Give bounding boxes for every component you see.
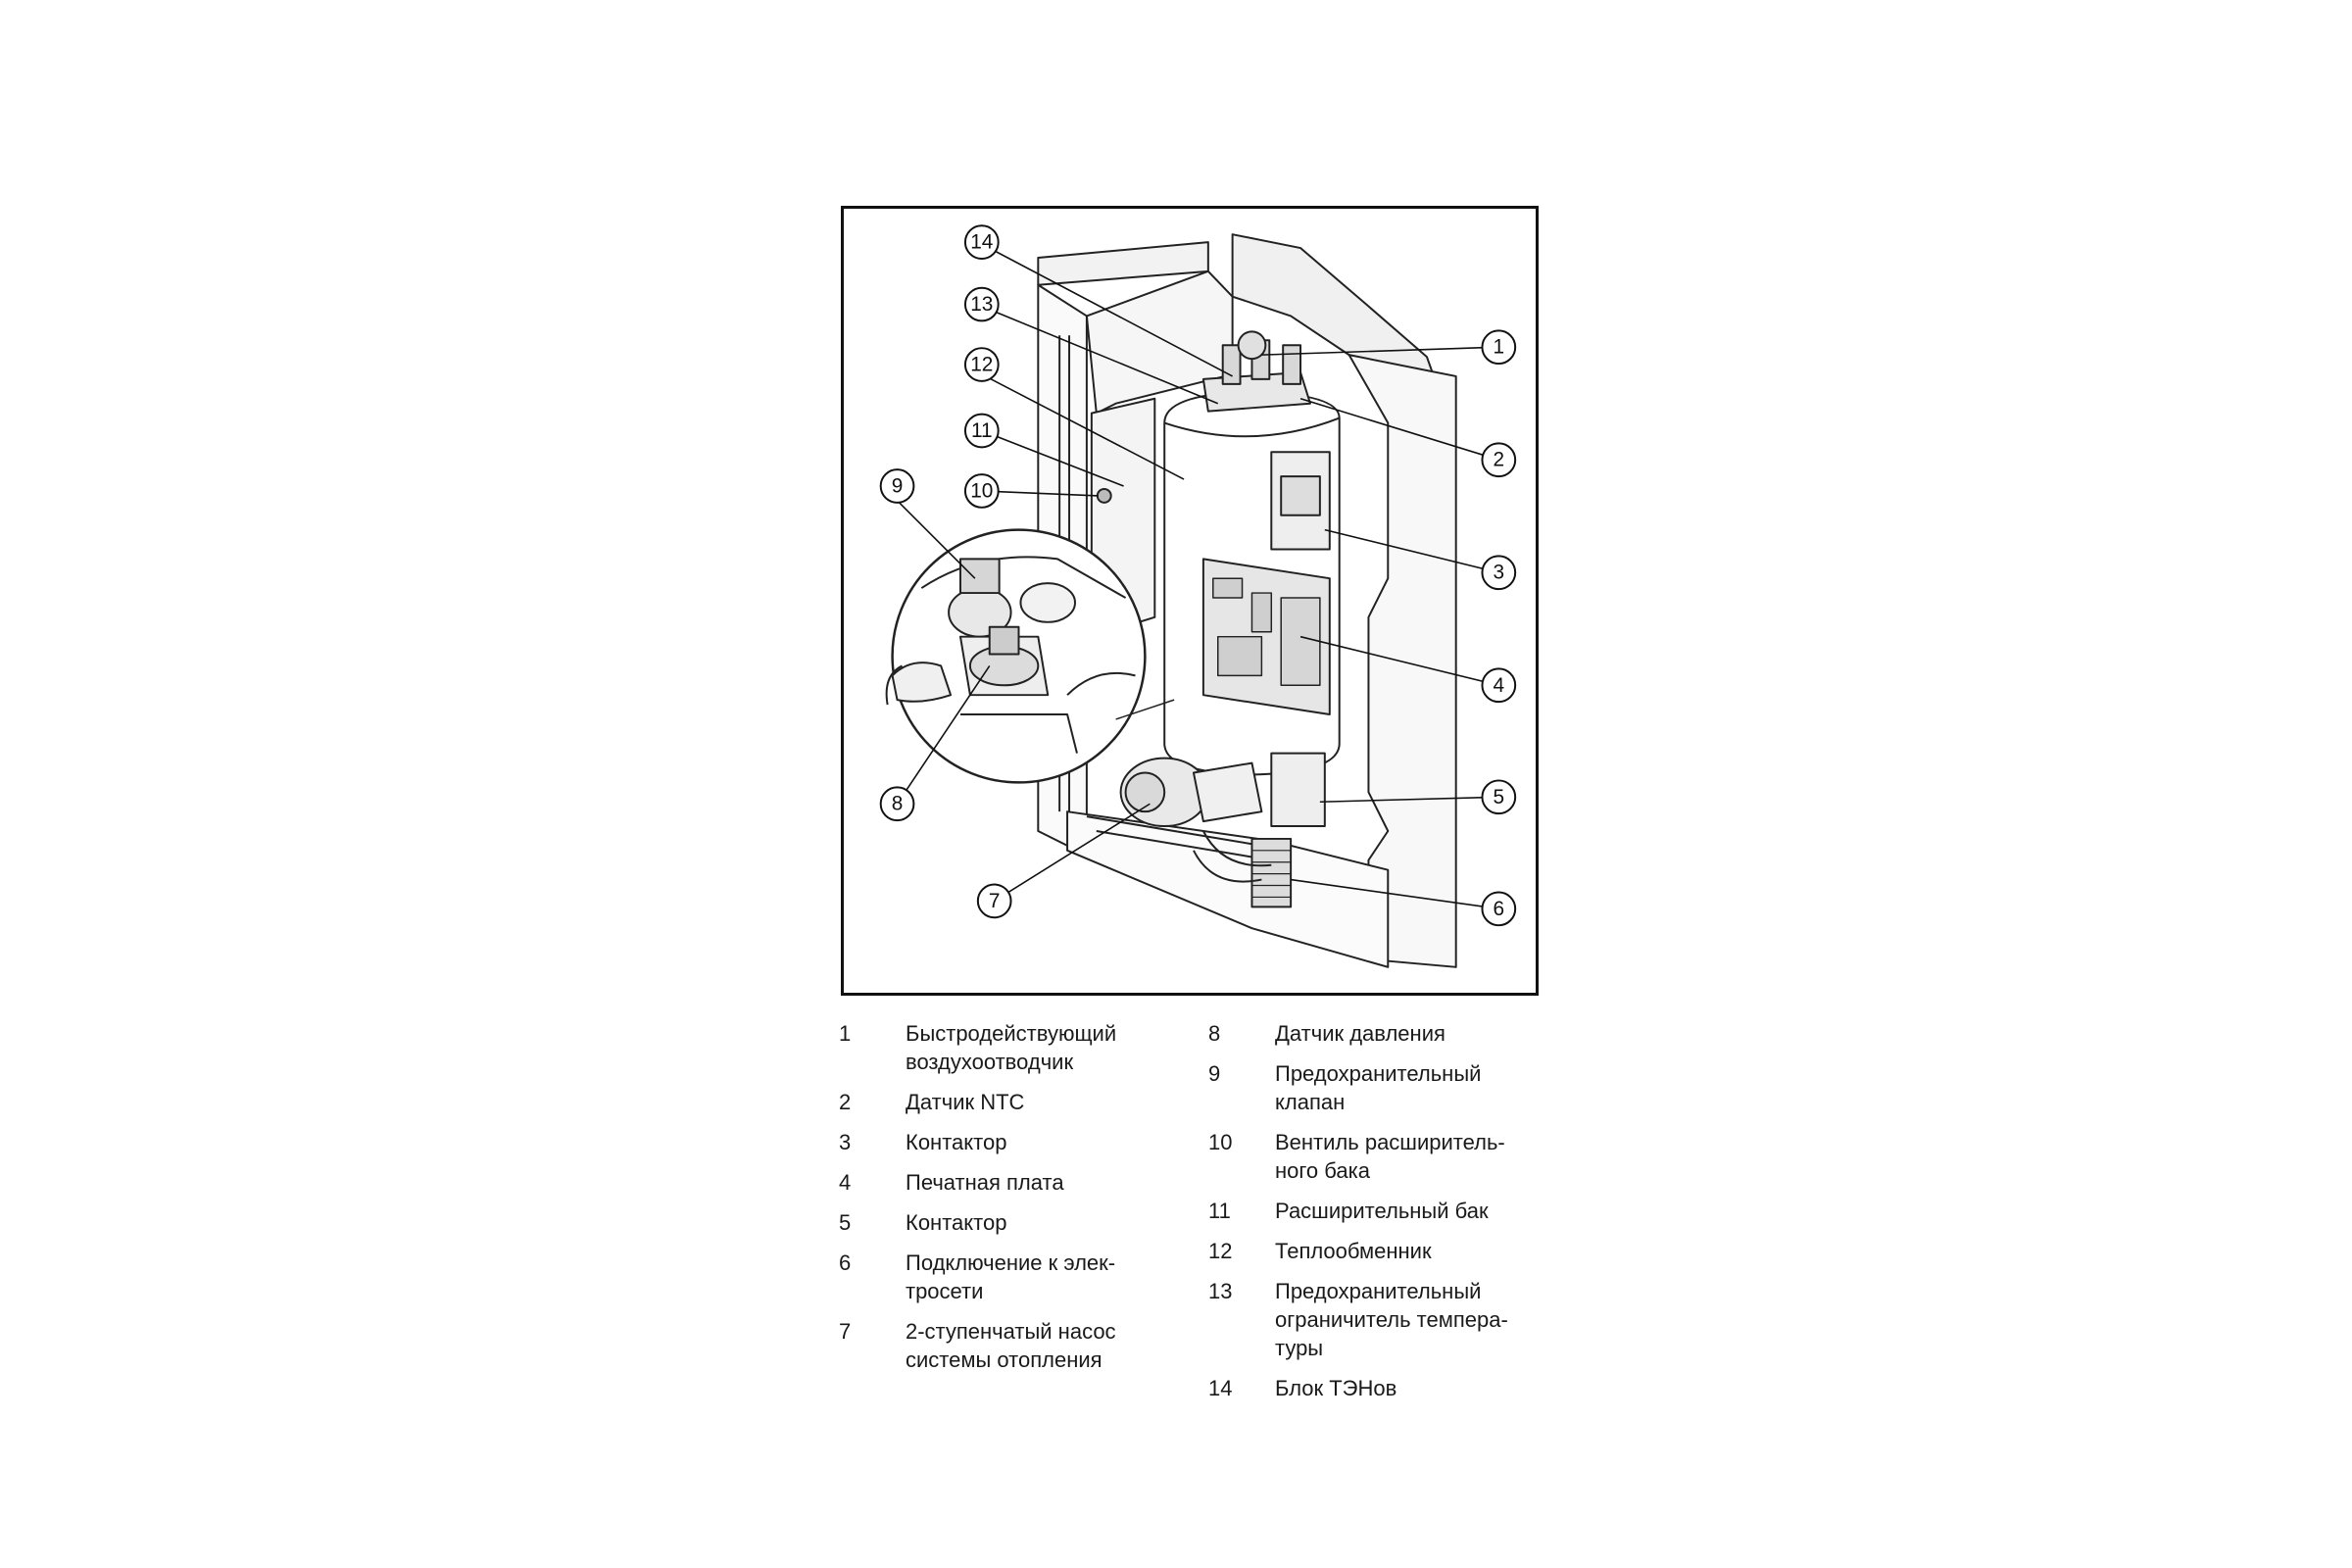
callout-circle-1	[1481, 329, 1517, 366]
legend-label: 2-ступенчатый насос системы отопления	[906, 1319, 1116, 1372]
legend-label: Предохранительный клапан	[1275, 1061, 1482, 1114]
callout-1: 1	[1494, 336, 1505, 359]
legend-label: Контактор	[906, 1210, 1007, 1235]
callout-circle-10	[963, 473, 1000, 509]
legend-item: 10 Вентиль расширитель- ного бака	[1208, 1128, 1542, 1185]
legend-label: Предохранительный ограничитель темпера- …	[1275, 1279, 1508, 1360]
callout-circle-5	[1481, 779, 1517, 815]
callout-circle-6	[1481, 891, 1517, 927]
callout-circle-9	[879, 468, 915, 504]
legend-item: 8 Датчик давления	[1208, 1019, 1542, 1048]
callout-circle-14	[963, 224, 1000, 260]
callout-circle-3	[1481, 555, 1517, 591]
legend-number: 6	[839, 1250, 852, 1275]
legend-number: 3	[839, 1130, 852, 1154]
legend-label: Вентиль расширитель- ного бака	[1275, 1130, 1505, 1183]
legend-number: 10	[1208, 1130, 1233, 1154]
inset-contents	[885, 556, 1136, 754]
legend-item: 1 Быстродействующий воздухоотводчик	[839, 1019, 1172, 1076]
legend-label: Контактор	[906, 1130, 1007, 1154]
legend-number: 13	[1208, 1279, 1233, 1303]
legend-item: 9 Предохранительный клапан	[1208, 1059, 1542, 1116]
callout-14: 14	[970, 231, 993, 254]
legend-number: 1	[839, 1021, 852, 1046]
legend-item: 2 Датчик NTC	[839, 1088, 1172, 1116]
legend-label: Теплообменник	[1275, 1239, 1432, 1263]
legend-label: Блок ТЭНов	[1275, 1376, 1397, 1400]
callout-circle-8	[879, 786, 915, 822]
legend-item: 11 Расширительный бак	[1208, 1197, 1542, 1225]
callout-circle-4	[1481, 667, 1517, 704]
legend-item: 5 Контактор	[839, 1208, 1172, 1237]
callout-13: 13	[970, 293, 993, 316]
callout-6: 6	[1494, 898, 1505, 920]
legend-left-column: 1 Быстродействующий воздухоотводчик 2 Датч…	[839, 1019, 1172, 1386]
boiler-diagram: 1 2 3 4 5 6 7 8 9 10 11 12 13 14	[841, 206, 1539, 996]
callout-circle-7	[976, 883, 1012, 919]
legend-number: 9	[1208, 1061, 1221, 1086]
air-vent	[1237, 330, 1267, 361]
callout-circle-13	[963, 286, 1000, 322]
callout-12: 12	[970, 354, 993, 376]
housing-frame	[1037, 241, 1209, 286]
legend-label: Датчик давления	[1275, 1021, 1446, 1046]
legend-label: Датчик NTC	[906, 1090, 1025, 1114]
legend-number: 4	[839, 1170, 852, 1195]
legend-number: 8	[1208, 1021, 1221, 1046]
legend-item: 3 Контактор	[839, 1128, 1172, 1156]
legend-number: 7	[839, 1319, 852, 1344]
legend-label: Подключение к элек- тросети	[906, 1250, 1116, 1303]
callout-circle-12	[963, 347, 1000, 382]
callout-9: 9	[892, 474, 904, 497]
expansion-tank-valve	[1096, 487, 1112, 504]
legend-label: Расширительный бак	[1275, 1199, 1489, 1223]
callout-7: 7	[989, 890, 1001, 912]
legend-label: Быстродействующий воздухоотводчик	[906, 1021, 1117, 1074]
callout-2: 2	[1494, 449, 1505, 471]
callout-5: 5	[1494, 786, 1505, 808]
legend-item: 6 Подключение к элек- тросети	[839, 1249, 1172, 1305]
legend-item: 7 2-ступенчатый насос системы отопления	[839, 1317, 1172, 1374]
legend-number: 11	[1208, 1199, 1231, 1223]
callout-3: 3	[1494, 562, 1505, 584]
legend-item: 14 Блок ТЭНов	[1208, 1374, 1542, 1402]
callout-circle-11	[963, 413, 1000, 449]
legend-label: Печатная плата	[906, 1170, 1064, 1195]
callout-11: 11	[971, 419, 993, 442]
legend-item: 13 Предохранительный ограничитель темпера…	[1208, 1277, 1542, 1362]
callout-4: 4	[1494, 674, 1505, 697]
legend-item: 12 Теплообменник	[1208, 1237, 1542, 1265]
callout-8: 8	[892, 793, 904, 815]
diagram-svg: 1 2 3 4 5 6 7 8 9 10 11 12 13 14	[879, 224, 1517, 968]
legend-item: 4 Печатная плата	[839, 1168, 1172, 1197]
legend-number: 12	[1208, 1239, 1233, 1263]
legend-number: 5	[839, 1210, 852, 1235]
callout-10: 10	[970, 479, 993, 502]
legend-right-column: 8 Датчик давления 9 Предохранительный клап…	[1208, 1019, 1542, 1414]
callout-circle-2	[1481, 442, 1517, 478]
legend-number: 14	[1208, 1376, 1233, 1400]
contactor-lower	[1270, 752, 1326, 828]
legend-number: 2	[839, 1090, 852, 1114]
